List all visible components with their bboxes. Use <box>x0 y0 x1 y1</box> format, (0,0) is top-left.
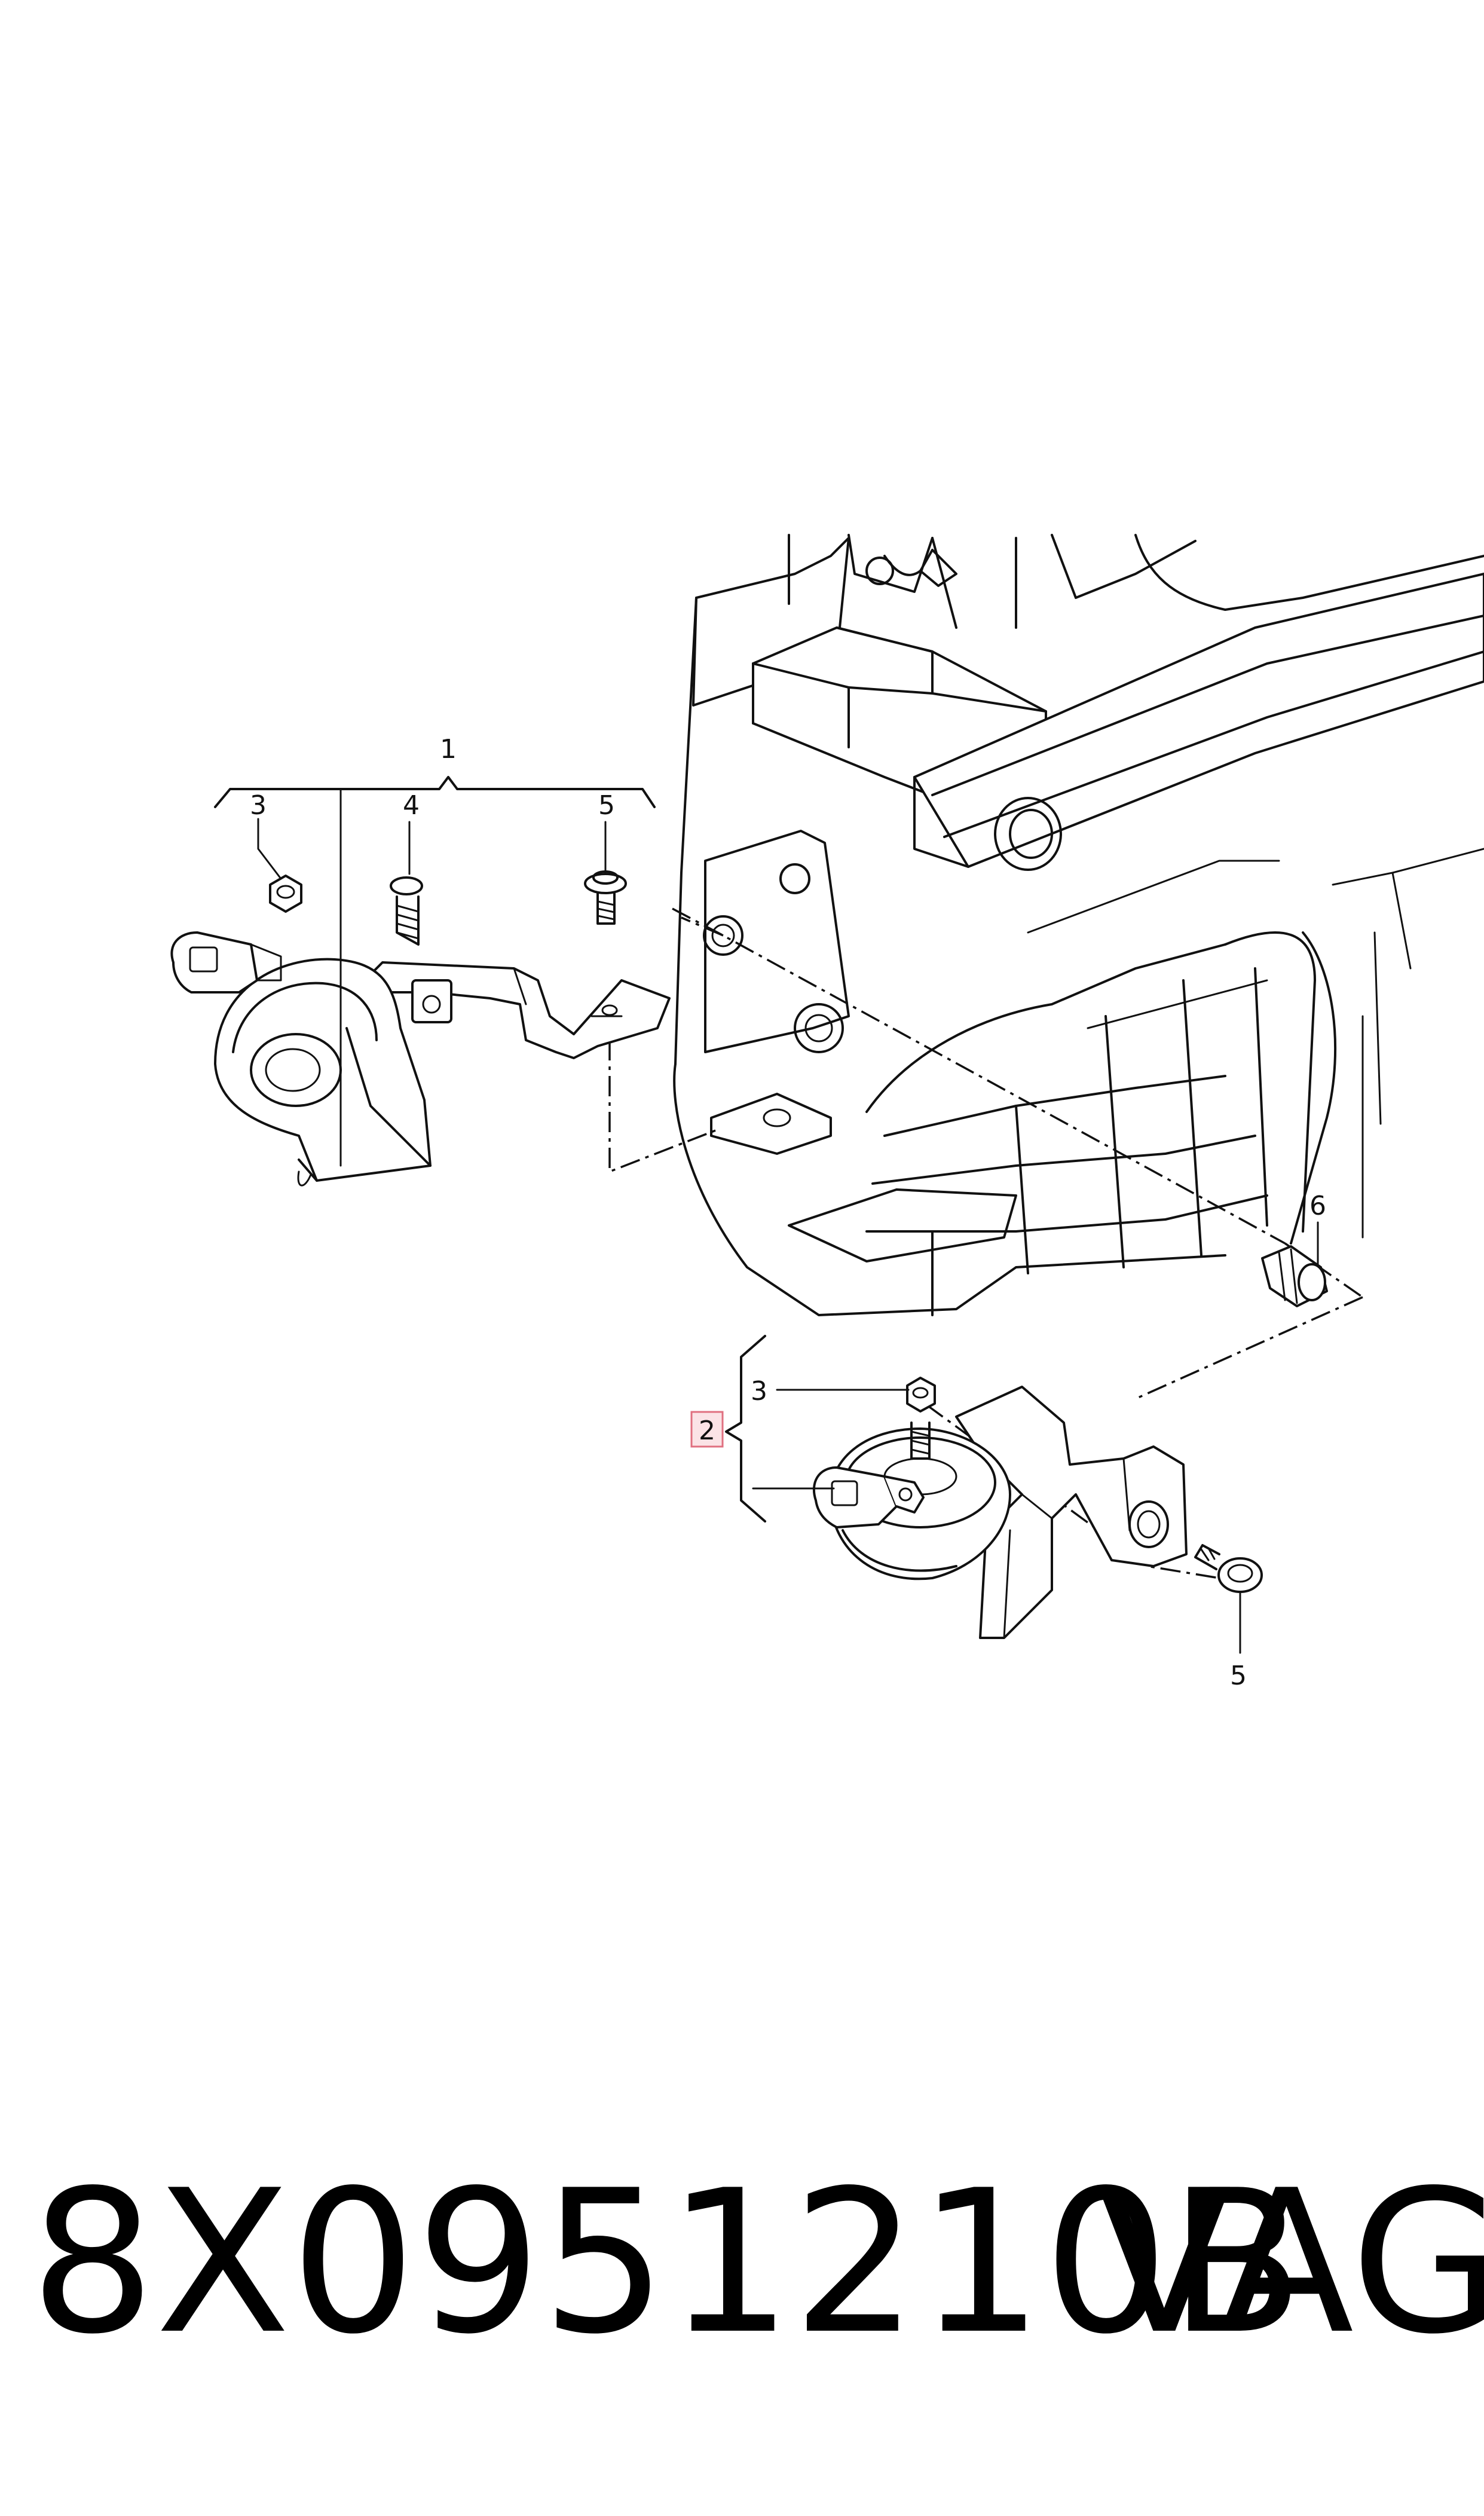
lower-horn-assembly <box>812 1377 1263 1639</box>
part-number: 8X0951210B <box>30 2148 1305 2377</box>
brand-name: VAG <box>1097 2148 1484 2377</box>
callout-4: 4 <box>403 790 420 821</box>
callout-5-bottom: 5 <box>1230 1661 1247 1691</box>
callout-leaders <box>214 776 1319 1654</box>
callout-6: 6 <box>1309 1191 1326 1221</box>
callout-2-highlight: 2 <box>690 1411 724 1448</box>
callout-5-top: 5 <box>598 790 615 821</box>
item-6-fitting <box>1261 1245 1328 1307</box>
footer: 8X0951210B VAG <box>30 2143 1484 2382</box>
callout-3-top: 3 <box>250 790 267 821</box>
engine-housing <box>673 534 1484 1316</box>
callout-1: 1 <box>440 734 457 765</box>
upper-horn-assembly <box>170 870 671 1187</box>
callout-3-bottom: 3 <box>751 1376 767 1407</box>
callout-2: 2 <box>699 1416 715 1446</box>
